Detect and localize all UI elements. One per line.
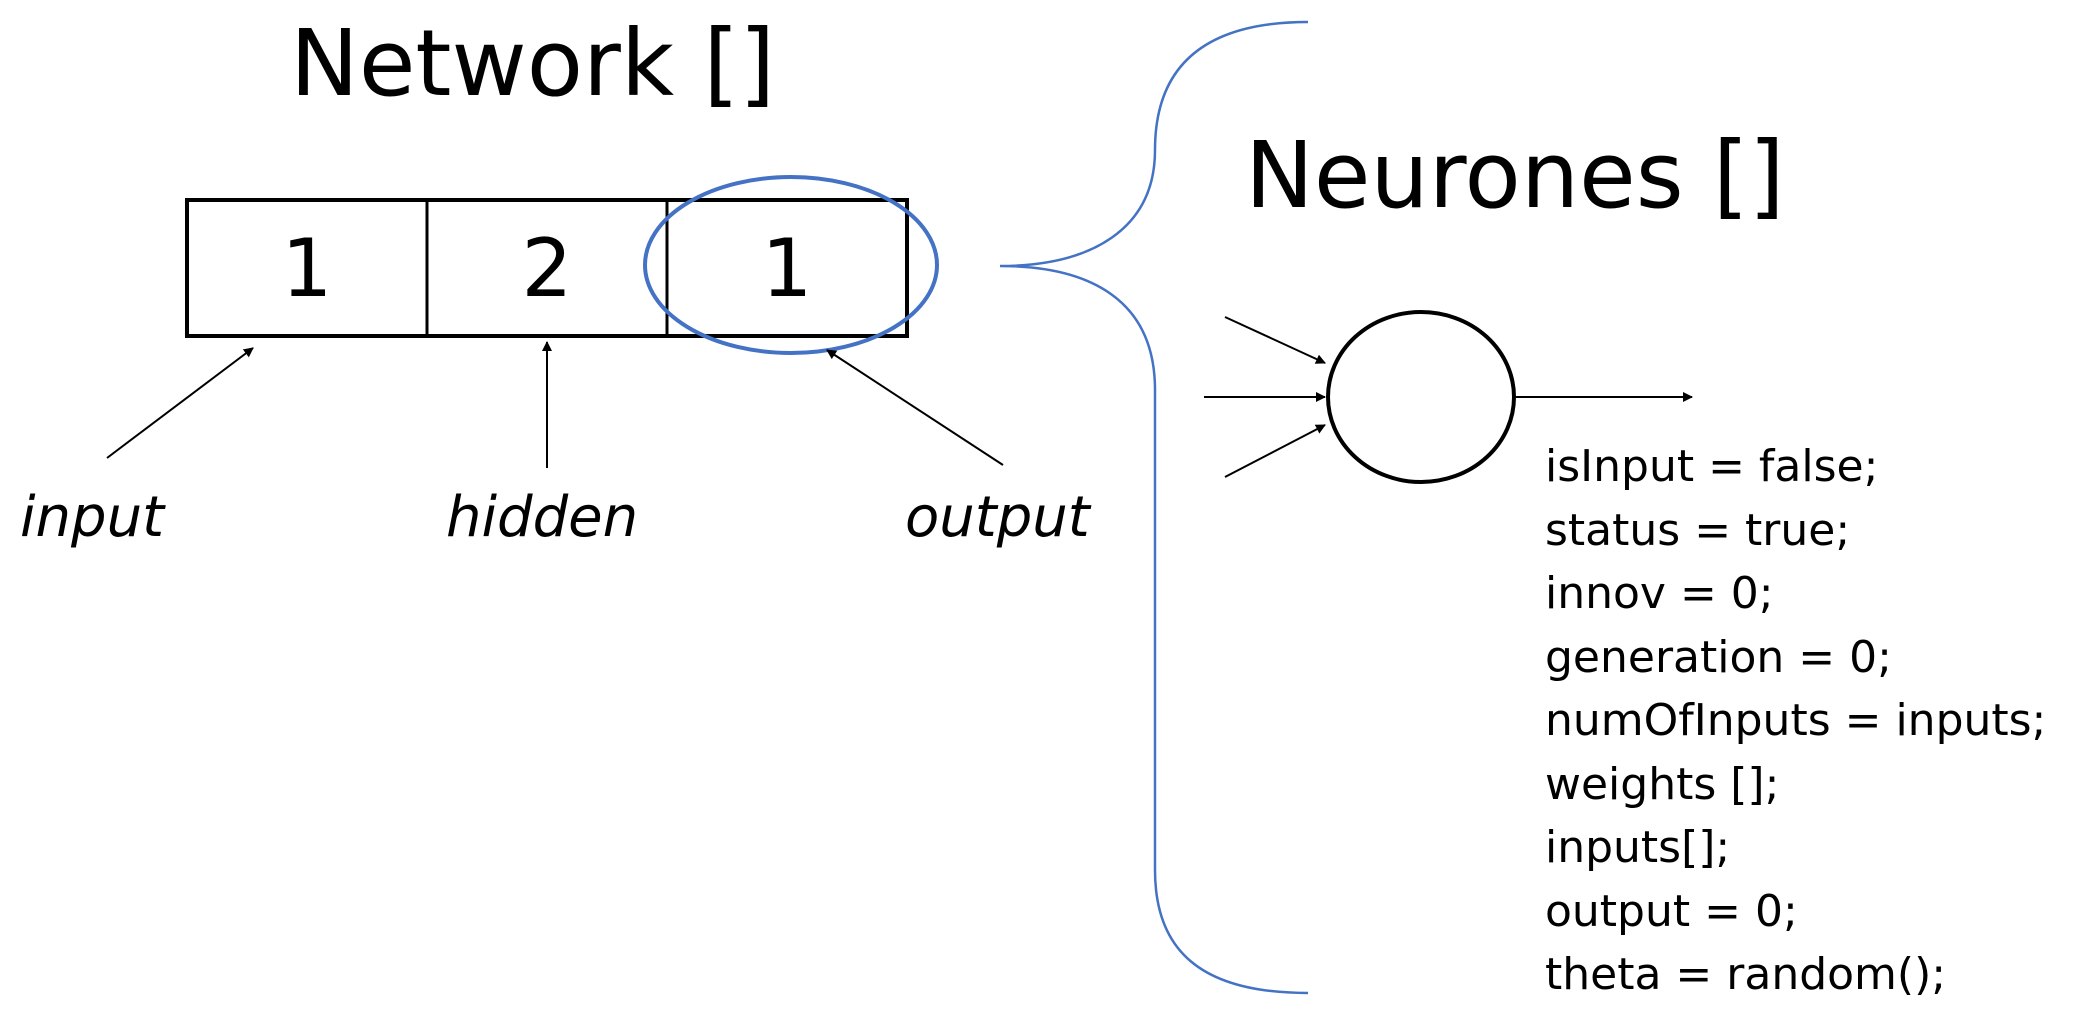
network-array-box — [185, 198, 909, 338]
neurones-title: Neurones [] — [1245, 122, 1785, 229]
neuron-circle — [1326, 310, 1516, 484]
neuron-properties-list: isInput = false; status = true; innov = … — [1545, 435, 2046, 1007]
neuron-property: isInput = false; — [1545, 441, 1879, 492]
neuron-property: inputs[]; — [1545, 822, 1731, 873]
neuron-input-arrow-top — [1224, 316, 1326, 364]
curly-brace — [999, 20, 1309, 995]
input-arrow — [106, 347, 254, 459]
neuron-property: output = 0; — [1545, 885, 1798, 937]
output-highlight-ellipse — [643, 175, 939, 355]
neuron-property: status = true; — [1545, 504, 1851, 556]
network-cell-hidden: 2 — [521, 221, 573, 315]
network-title: Network [] — [290, 10, 776, 117]
network-cell-output: 1 — [761, 221, 813, 315]
neuron-property: innov = 0; — [1545, 568, 1774, 619]
neuron-input-arrow-bottom — [1224, 424, 1326, 478]
neuron-property: theta = random(); — [1545, 949, 1947, 1000]
network-cell-input: 1 — [281, 221, 333, 315]
neuron-property: numOfInputs = inputs; — [1545, 695, 2047, 746]
output-label: output — [905, 485, 1090, 550]
hidden-label: hidden — [446, 485, 639, 550]
input-label: input — [20, 485, 165, 550]
neuron-property: generation = 0; — [1545, 631, 1892, 683]
neuron-property: weights []; — [1545, 758, 1780, 810]
output-arrow — [826, 349, 1004, 466]
